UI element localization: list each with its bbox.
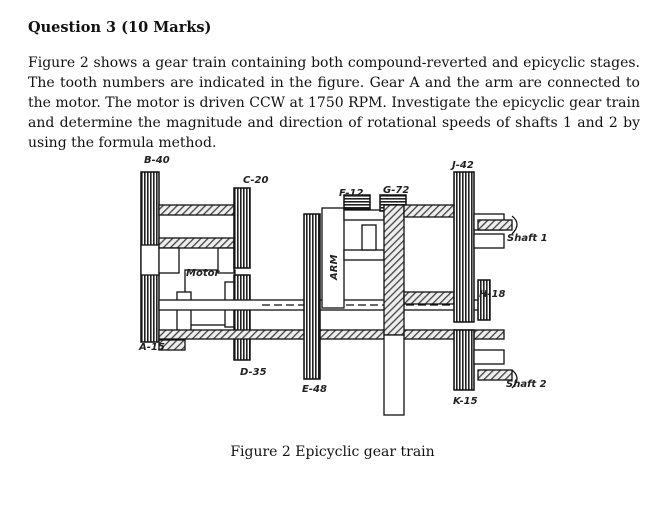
label-arm: ARM <box>329 255 340 281</box>
label-b: B-40 <box>144 155 170 166</box>
label-e: E-48 <box>302 384 327 395</box>
label-motor: Motor <box>186 268 220 279</box>
figure-caption: Figure 2 Epicyclic gear train <box>230 444 435 460</box>
question-paragraph: Figure 2 shows a gear train containing b… <box>28 55 640 151</box>
label-d: D-35 <box>240 367 267 378</box>
label-shaft2: Shaft 2 <box>506 379 547 390</box>
question-heading: Question 3 (10 Marks) <box>28 19 212 36</box>
label-a: A-15 <box>138 342 165 353</box>
label-j: J-42 <box>450 160 474 171</box>
label-f: F-12 <box>339 188 363 199</box>
label-h: H-18 <box>479 289 505 300</box>
gear-train-drawing <box>140 171 518 416</box>
figure-labels: B-40 C-20 F-12 G-72 J-42 Shaft 1 Motor A… <box>138 155 548 407</box>
label-k: K-15 <box>453 396 478 407</box>
label-c: C-20 <box>243 175 268 186</box>
label-shaft1: Shaft 1 <box>507 233 548 244</box>
label-g: G-72 <box>383 185 409 196</box>
gear-train-figure: B-40 C-20 F-12 G-72 J-42 Shaft 1 Motor A… <box>138 155 548 416</box>
